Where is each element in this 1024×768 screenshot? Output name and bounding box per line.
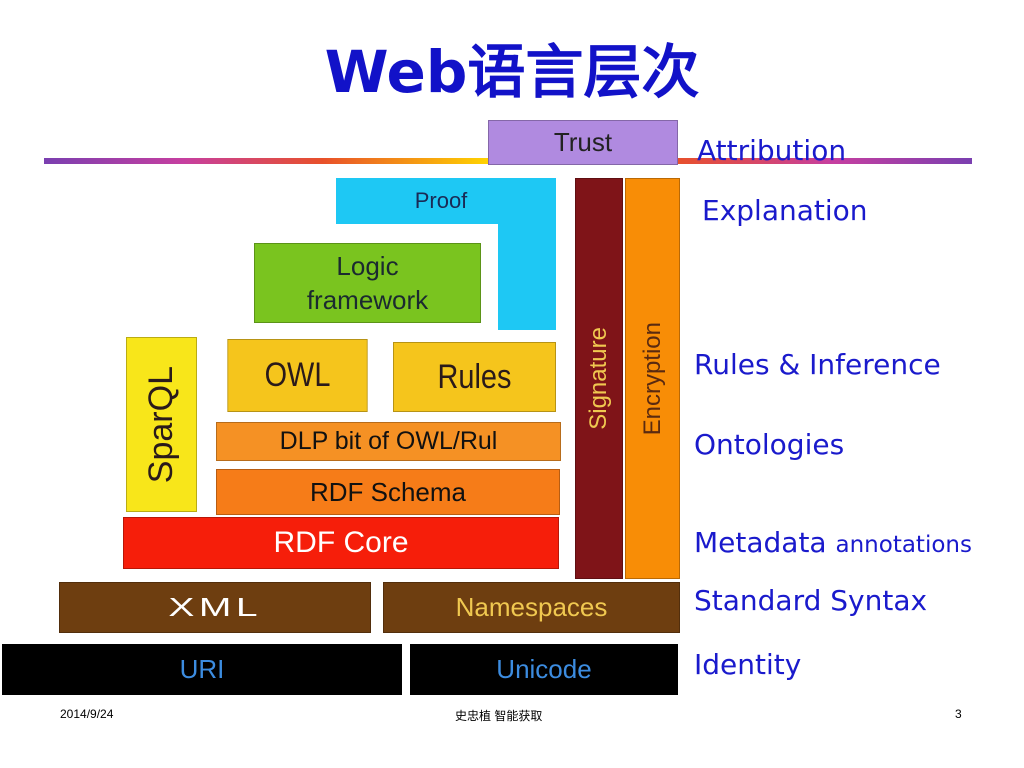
dlp-label: DLP bit of OWL/Rul [279, 427, 498, 455]
trust-label: Trust [553, 127, 613, 157]
proof-side-part [498, 178, 556, 330]
rdf-schema-layer: RDF Schema [216, 469, 560, 515]
encryption-label: Encryption [638, 321, 666, 436]
label-identity: Identity [694, 648, 802, 681]
label-rules-inference: Rules & Inference [694, 348, 941, 381]
unicode-label: Unicode [496, 654, 592, 684]
label-annotations: annotations [835, 532, 972, 558]
xml-label: XML [168, 592, 262, 622]
unicode-layer: Unicode [410, 644, 678, 695]
rdf-core-layer: RDF Core [123, 517, 559, 569]
owl-label: OWL [264, 356, 331, 394]
trust-layer: Trust [488, 120, 678, 165]
namespaces-layer: Namespaces [383, 582, 680, 633]
signature-label: Signature [585, 327, 612, 430]
uri-label: URI [179, 654, 225, 684]
label-attribution: Attribution [697, 134, 847, 167]
xml-layer: XML [59, 582, 371, 633]
footer-author: 史忠植 智能获取 [455, 709, 543, 723]
label-explanation: Explanation [702, 194, 868, 227]
proof-label: Proof [414, 188, 468, 213]
proof-layer: Proof [336, 178, 556, 330]
rdf-schema-label: RDF Schema [309, 476, 467, 507]
rules-layer: Rules [393, 342, 556, 412]
logic-framework-label: Logic framework [306, 251, 429, 315]
owl-layer: OWL [227, 339, 368, 412]
dlp-layer: DLP bit of OWL/Rul [216, 422, 561, 461]
label-metadata: Metadata annotations [694, 526, 972, 559]
footer-page-number: 3 [955, 707, 962, 721]
namespaces-label: Namespaces [455, 592, 608, 622]
footer-date: 2014/9/24 [60, 707, 114, 721]
encryption-layer: Encryption [625, 178, 680, 579]
label-standard-syntax: Standard Syntax [694, 584, 928, 617]
page-title: Web语言层次 [324, 38, 700, 106]
rules-label: Rules [437, 357, 512, 396]
rdf-core-label: RDF Core [273, 526, 409, 559]
uri-layer: URI [2, 644, 402, 695]
sparql-layer: SparQL [126, 337, 197, 512]
label-metadata-main: Metadata [694, 526, 827, 559]
logic-framework-layer: Logic framework [254, 243, 481, 323]
sparql-label: SparQL [142, 365, 180, 484]
label-ontologies: Ontologies [694, 428, 845, 461]
signature-layer: Signature [575, 178, 623, 579]
